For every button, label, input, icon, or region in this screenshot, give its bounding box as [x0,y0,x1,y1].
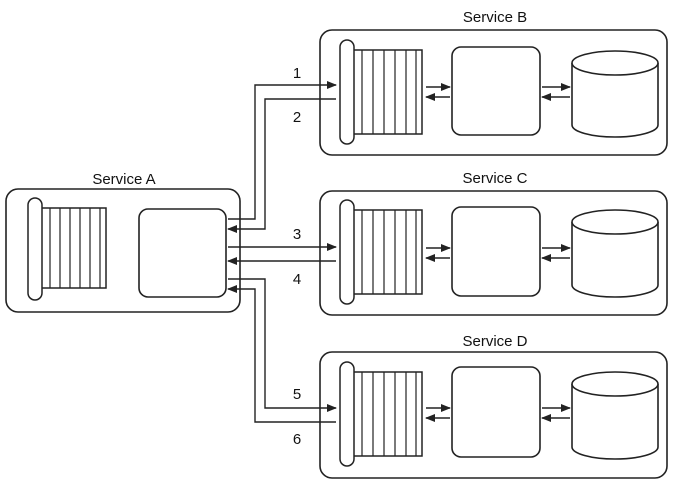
service-b: Service B [319,9,668,156]
link-2: 2 [227,98,336,233]
service-a-queue [27,197,107,301]
link-5: 5 [228,278,337,412]
service-c: Service C [319,170,668,316]
link-4-label: 4 [293,271,301,288]
link-3-label: 3 [293,226,301,243]
service-d: Service D [319,333,668,479]
service-c-queue [339,199,423,305]
link-3: 3 [228,226,337,251]
link-6: 6 [227,285,336,448]
link-5-label: 5 [293,386,301,403]
link-4: 4 [227,257,336,288]
link-1-label: 1 [293,65,301,82]
link-6-label: 6 [293,431,301,448]
service-c-title: Service C [462,170,527,187]
service-c-database [571,209,659,298]
link-1: 1 [228,65,337,220]
service-d-process [451,366,541,458]
service-d-title: Service D [462,333,527,350]
service-a-process [138,208,227,298]
service-b-title: Service B [463,9,527,26]
service-a-title: Service A [92,171,155,188]
service-b-process [451,46,541,136]
service-b-database [571,50,659,138]
service-c-process [451,206,541,297]
service-b-queue [339,39,423,145]
service-d-database [571,371,659,460]
service-a: Service A [5,171,241,313]
service-d-queue [339,361,423,467]
link-2-label: 2 [293,109,301,126]
